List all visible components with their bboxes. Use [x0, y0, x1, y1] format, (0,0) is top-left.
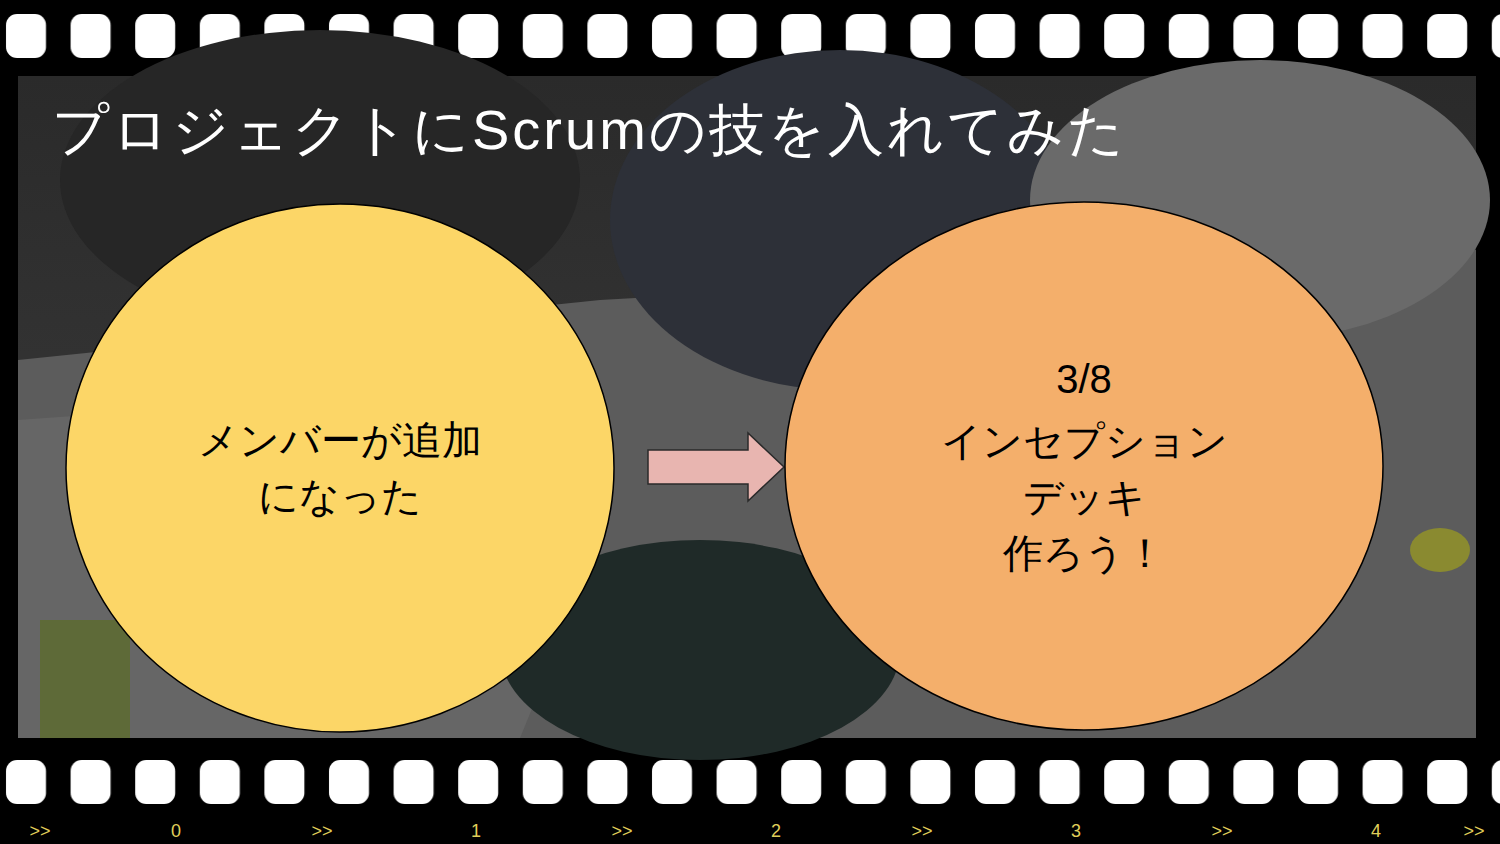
orange-circle: 3/8 インセプション デッキ 作ろう！ [784, 201, 1384, 731]
frame-marker: >> [311, 822, 332, 840]
block-arrow [648, 433, 784, 501]
frame-marker: >> [1463, 822, 1484, 840]
frame-number: 2 [771, 822, 781, 840]
node-body: メンバーが追加 になった [65, 203, 615, 733]
circle-outline [65, 203, 615, 733]
node-text: メンバーが追加 になった [198, 412, 482, 524]
frame-marker: >> [1211, 822, 1232, 840]
frame-marker: >> [29, 822, 50, 840]
node-text: インセプション デッキ 作ろう！ [941, 413, 1228, 581]
node-body: 3/8 インセプション デッキ 作ろう！ [784, 201, 1384, 731]
frame-number: 1 [471, 822, 481, 840]
circle-outline [784, 201, 1384, 731]
frame-number: 0 [171, 822, 181, 840]
frame-marker: >> [911, 822, 932, 840]
yellow-circle: メンバーが追加 になった [65, 203, 615, 733]
frame-number: 4 [1371, 822, 1381, 840]
node-date: 3/8 [1056, 351, 1112, 407]
frame-marker: >> [611, 822, 632, 840]
frame-number: 3 [1071, 822, 1081, 840]
photo [18, 30, 1490, 760]
slide-title: プロジェクトにScrumの技を入れてみた [52, 96, 1127, 163]
